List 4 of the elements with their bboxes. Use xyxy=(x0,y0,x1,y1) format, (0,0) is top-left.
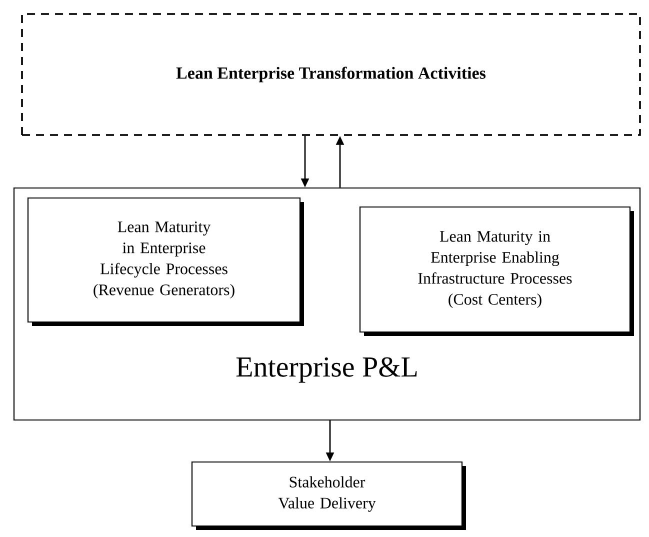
process-box: Lean Maturity in Enterprise Enabling Infrastructure Processes (Cost Centers) xyxy=(359,206,634,336)
process-box: Stakeholder Value Delivery xyxy=(191,461,466,530)
process-box: Lean Maturity in Enterprise Lifecycle Processes (Revenue Generators) xyxy=(27,197,304,326)
dashed-box: Lean Enterprise Transformation Activities xyxy=(21,13,641,136)
